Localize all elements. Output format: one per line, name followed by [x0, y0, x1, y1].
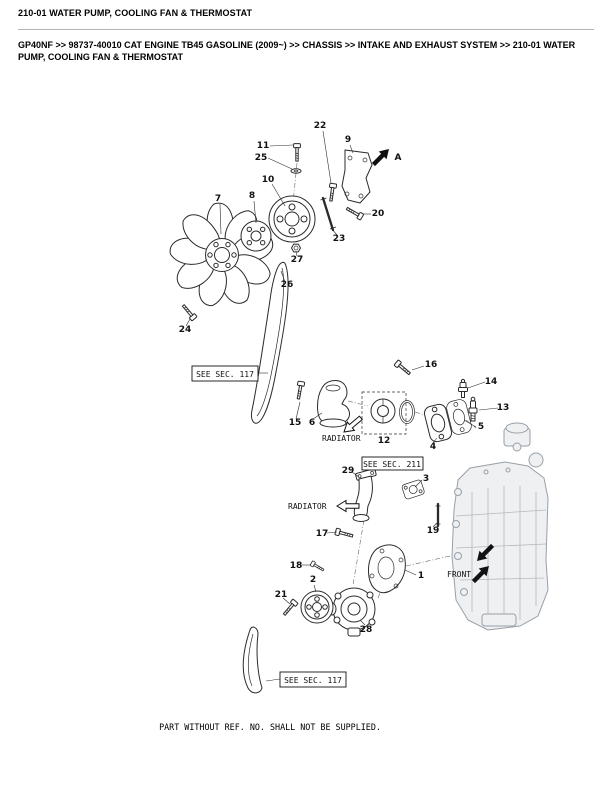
- callouts: 22 9 11 25 10 8 7 20 23 27 26 24 16 14 1…: [179, 121, 510, 635]
- part-14-sensor: [458, 378, 468, 398]
- callout-22: 22: [314, 121, 327, 131]
- part-22-bolt: [327, 182, 338, 202]
- callout-3: 3: [423, 474, 429, 484]
- part-20-bolt: [344, 205, 365, 221]
- part-23-stud: [320, 196, 337, 232]
- see-sec-211-box: SEE SEC. 211: [361, 456, 424, 471]
- footer-note: PART WITHOUT REF. NO. SHALL NOT BE SUPPL…: [159, 722, 381, 732]
- part-26-fan-belt: [251, 261, 289, 424]
- view-a-label: A: [395, 153, 402, 163]
- callout-28: 28: [360, 625, 373, 635]
- part-3-pipe-gasket: [401, 479, 425, 500]
- leader-lines: [185, 130, 499, 682]
- see-sec-117-bottom-box: SEE SEC. 117: [279, 671, 347, 688]
- callout-1: 1: [418, 571, 424, 581]
- header-divider: [18, 29, 594, 30]
- callout-17: 17: [316, 529, 329, 539]
- callout-9: 9: [345, 135, 351, 145]
- see-sec-211-label: SEE SEC. 211: [363, 460, 421, 469]
- callout-11: 11: [257, 141, 270, 151]
- callout-2: 2: [310, 575, 316, 585]
- callout-4: 4: [430, 442, 436, 452]
- callout-24: 24: [179, 325, 192, 335]
- callout-26: 26: [281, 280, 294, 290]
- part-19-stud: [435, 502, 441, 528]
- part-4-outlet-flange: [423, 403, 453, 443]
- callout-29: 29: [342, 466, 355, 476]
- part-12-thermostat: [361, 391, 407, 435]
- see-sec-117-top-label: SEE SEC. 117: [196, 370, 254, 379]
- front-label: FRONT: [447, 570, 471, 579]
- part-2-pump-pulley: [300, 590, 334, 624]
- part-10-fan-pulley: [268, 195, 316, 243]
- callout-6: 6: [309, 418, 315, 428]
- part-15-bolt: [294, 380, 306, 400]
- callout-12: 12: [378, 436, 391, 446]
- engine-block-illustration: [451, 422, 549, 631]
- callout-7: 7: [215, 194, 221, 204]
- part-27-nut: [291, 243, 301, 253]
- part-25-washer: [290, 168, 302, 174]
- callout-16: 16: [425, 360, 438, 370]
- part-1-pump-gasket: [368, 544, 406, 594]
- part-29-water-pipe: [352, 468, 377, 522]
- part-9-cover-plate: [341, 149, 373, 204]
- part-13-sensor: [468, 396, 478, 422]
- callout-15: 15: [289, 418, 302, 428]
- callout-25: 25: [255, 153, 268, 163]
- see-sec-117-top-box: SEE SEC. 117: [191, 365, 259, 382]
- part-6-thermostat-housing: [317, 380, 350, 428]
- radiator-bottom-label: RADIATOR: [288, 502, 327, 511]
- part-5-flange-gasket: [446, 399, 472, 435]
- callout-8: 8: [249, 191, 255, 201]
- part-18-bolt: [309, 560, 326, 573]
- callout-27: 27: [291, 255, 304, 265]
- view-a-arrow-icon: [369, 145, 393, 169]
- part-8-fan-spacer: [240, 220, 272, 252]
- part-21-bolt: [281, 598, 299, 618]
- radiator-top-label: RADIATOR: [322, 434, 361, 443]
- breadcrumb: GP40NF >> 98737-40010 CAT ENGINE TB45 GA…: [18, 40, 576, 62]
- part-17-bolt: [334, 527, 354, 540]
- callout-21: 21: [275, 590, 288, 600]
- callout-20: 20: [372, 209, 385, 219]
- part-11-bolt: [293, 143, 301, 162]
- part-outlet-gasket-ring: [399, 400, 415, 424]
- callout-19: 19: [427, 526, 440, 536]
- part-7-cooling-fan: [167, 202, 276, 310]
- see-sec-117-bottom-label: SEE SEC. 117: [284, 676, 342, 685]
- callout-14: 14: [485, 377, 498, 387]
- callout-10: 10: [262, 175, 275, 185]
- part-24-bolt: [180, 302, 198, 322]
- lower-belt: [242, 626, 263, 694]
- callout-5: 5: [478, 422, 484, 432]
- part-16-bolt: [393, 359, 413, 377]
- callout-18: 18: [290, 561, 303, 571]
- callout-13: 13: [497, 403, 510, 413]
- callout-23: 23: [333, 234, 346, 244]
- page-title: 210-01 WATER PUMP, COOLING FAN & THERMOS…: [18, 8, 253, 18]
